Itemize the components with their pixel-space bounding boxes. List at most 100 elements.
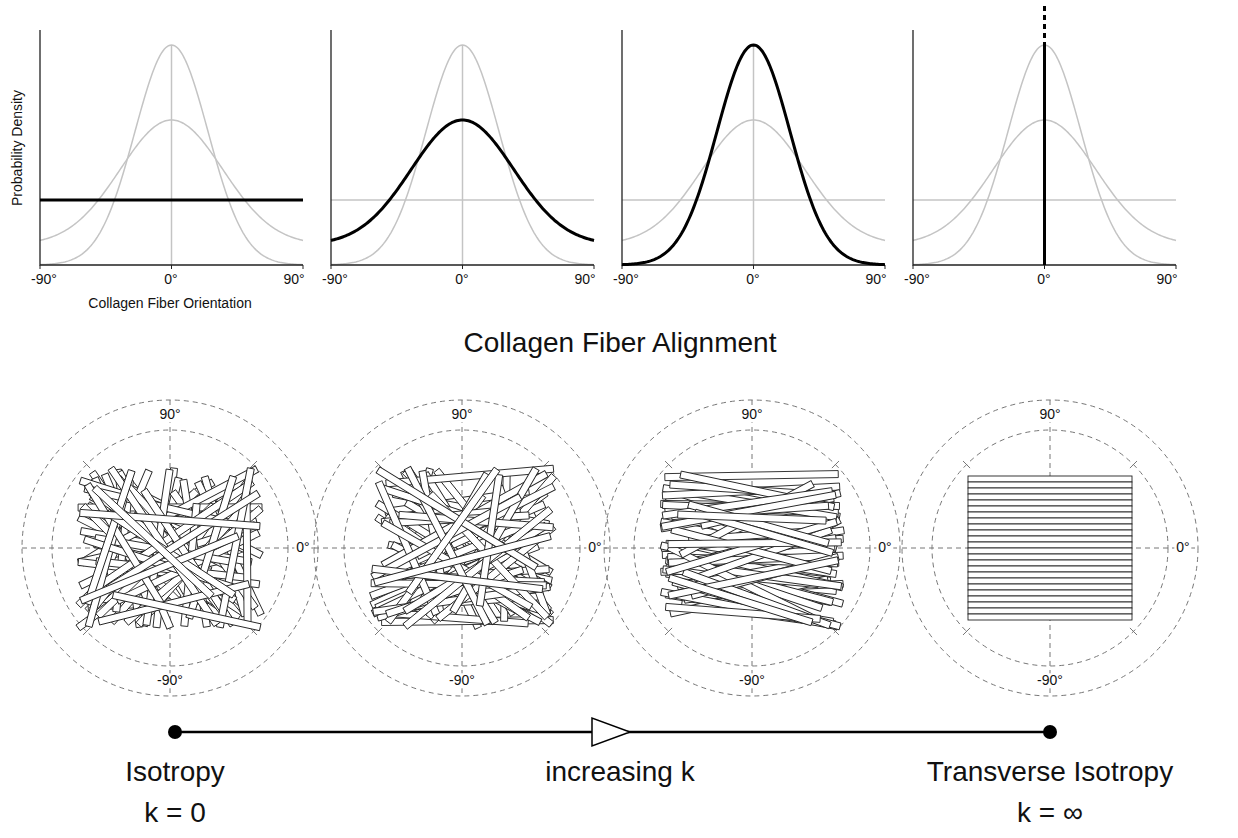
polar-tick — [665, 628, 672, 635]
axis-label: increasing k — [545, 757, 694, 788]
density-curve — [1043, 45, 1046, 265]
tick-label: -90° — [31, 272, 57, 287]
polar-ring — [902, 400, 1198, 696]
angle-label: -90° — [155, 673, 185, 688]
polar-ring — [314, 400, 610, 696]
polar-tick — [963, 628, 970, 635]
reference-curve — [40, 45, 303, 265]
axis-tick — [303, 265, 304, 269]
density-curve — [331, 120, 594, 240]
density-curve-dashed — [1043, 6, 1046, 45]
fiber — [968, 488, 1132, 494]
tick-label: 90° — [865, 272, 886, 287]
fiber — [968, 476, 1132, 482]
fiber — [968, 608, 1132, 614]
axis — [40, 30, 303, 265]
fiber — [968, 554, 1132, 560]
fiber — [968, 560, 1132, 566]
axis-tick — [1176, 265, 1177, 269]
fiber-panel — [902, 400, 1198, 696]
axis — [622, 30, 885, 265]
fiber — [968, 482, 1132, 488]
axis-title: Collagen Fiber Orientation — [88, 296, 251, 311]
tick-label: 0° — [455, 272, 468, 287]
polar-tick — [83, 461, 90, 468]
axis-tick — [913, 265, 914, 269]
tick-label: 0° — [164, 272, 177, 287]
polar-tick — [375, 461, 382, 468]
reference-curve — [40, 199, 303, 201]
figure-title: Collagen Fiber Alignment — [464, 328, 777, 359]
tick-label: -90° — [904, 272, 930, 287]
angle-label: 90° — [157, 407, 182, 422]
fiber — [968, 536, 1132, 542]
angle-label: 90° — [449, 407, 474, 422]
fiber — [668, 557, 839, 599]
tick-label: -90° — [613, 272, 639, 287]
tick-label: 90° — [574, 272, 595, 287]
fiber — [968, 512, 1132, 518]
reference-line — [753, 45, 755, 265]
axis — [331, 30, 594, 265]
polar-tick — [1130, 628, 1137, 635]
fiber-panel — [604, 400, 900, 696]
fiber-panel — [314, 400, 610, 696]
polar-tick — [832, 461, 839, 468]
polar-tick — [375, 628, 382, 635]
fiber — [968, 500, 1132, 506]
parameter-label: k = 0 — [144, 798, 205, 829]
fiber — [968, 572, 1132, 578]
tick-label: -90° — [322, 272, 348, 287]
fiber — [968, 524, 1132, 530]
axis-tick — [171, 265, 172, 269]
fiber — [968, 530, 1132, 536]
angle-label: 90° — [1037, 407, 1062, 422]
density-plot — [40, 30, 303, 269]
angle-label: -90° — [737, 673, 767, 688]
reference-curve — [622, 45, 885, 265]
fiber — [106, 490, 260, 591]
fiber — [968, 542, 1132, 548]
density-plot — [331, 30, 594, 269]
fiber — [968, 494, 1132, 500]
parameter-label: k = ∞ — [1017, 798, 1083, 829]
fiber — [968, 584, 1132, 590]
reference-line — [171, 45, 173, 265]
tick-label: 90° — [283, 272, 304, 287]
fiber-panel — [22, 400, 318, 696]
axis-tick — [331, 265, 332, 269]
axis-end-dot — [168, 725, 182, 739]
fiber — [112, 592, 261, 631]
collagen-fibers — [660, 471, 844, 630]
angle-label: 0° — [586, 540, 603, 555]
tick-label: 0° — [1037, 272, 1050, 287]
polar-ring — [22, 400, 318, 696]
angle-label: -90° — [447, 673, 477, 688]
axis — [913, 30, 1176, 265]
density-plot — [622, 30, 885, 269]
fiber — [80, 509, 261, 529]
angle-label: -90° — [1035, 673, 1065, 688]
polar-tick — [1130, 461, 1137, 468]
fiber — [968, 518, 1132, 524]
angle-label: 0° — [1174, 540, 1191, 555]
collagen-fibers — [968, 476, 1132, 620]
polar-tick — [665, 461, 672, 468]
end-label: Transverse Isotropy — [927, 757, 1173, 788]
fiber — [968, 614, 1132, 620]
angle-label: 90° — [739, 407, 764, 422]
fiber — [216, 468, 254, 628]
fiber — [968, 578, 1132, 584]
fiber — [678, 511, 827, 524]
reference-line — [1044, 45, 1046, 265]
axis-tick — [462, 265, 463, 269]
polar-ring — [604, 400, 900, 696]
fiber — [968, 506, 1132, 512]
k-axis — [168, 718, 1057, 746]
fiber — [968, 596, 1132, 602]
axis-tick — [753, 265, 754, 269]
density-curve — [622, 45, 885, 265]
axis-tick — [594, 265, 595, 269]
